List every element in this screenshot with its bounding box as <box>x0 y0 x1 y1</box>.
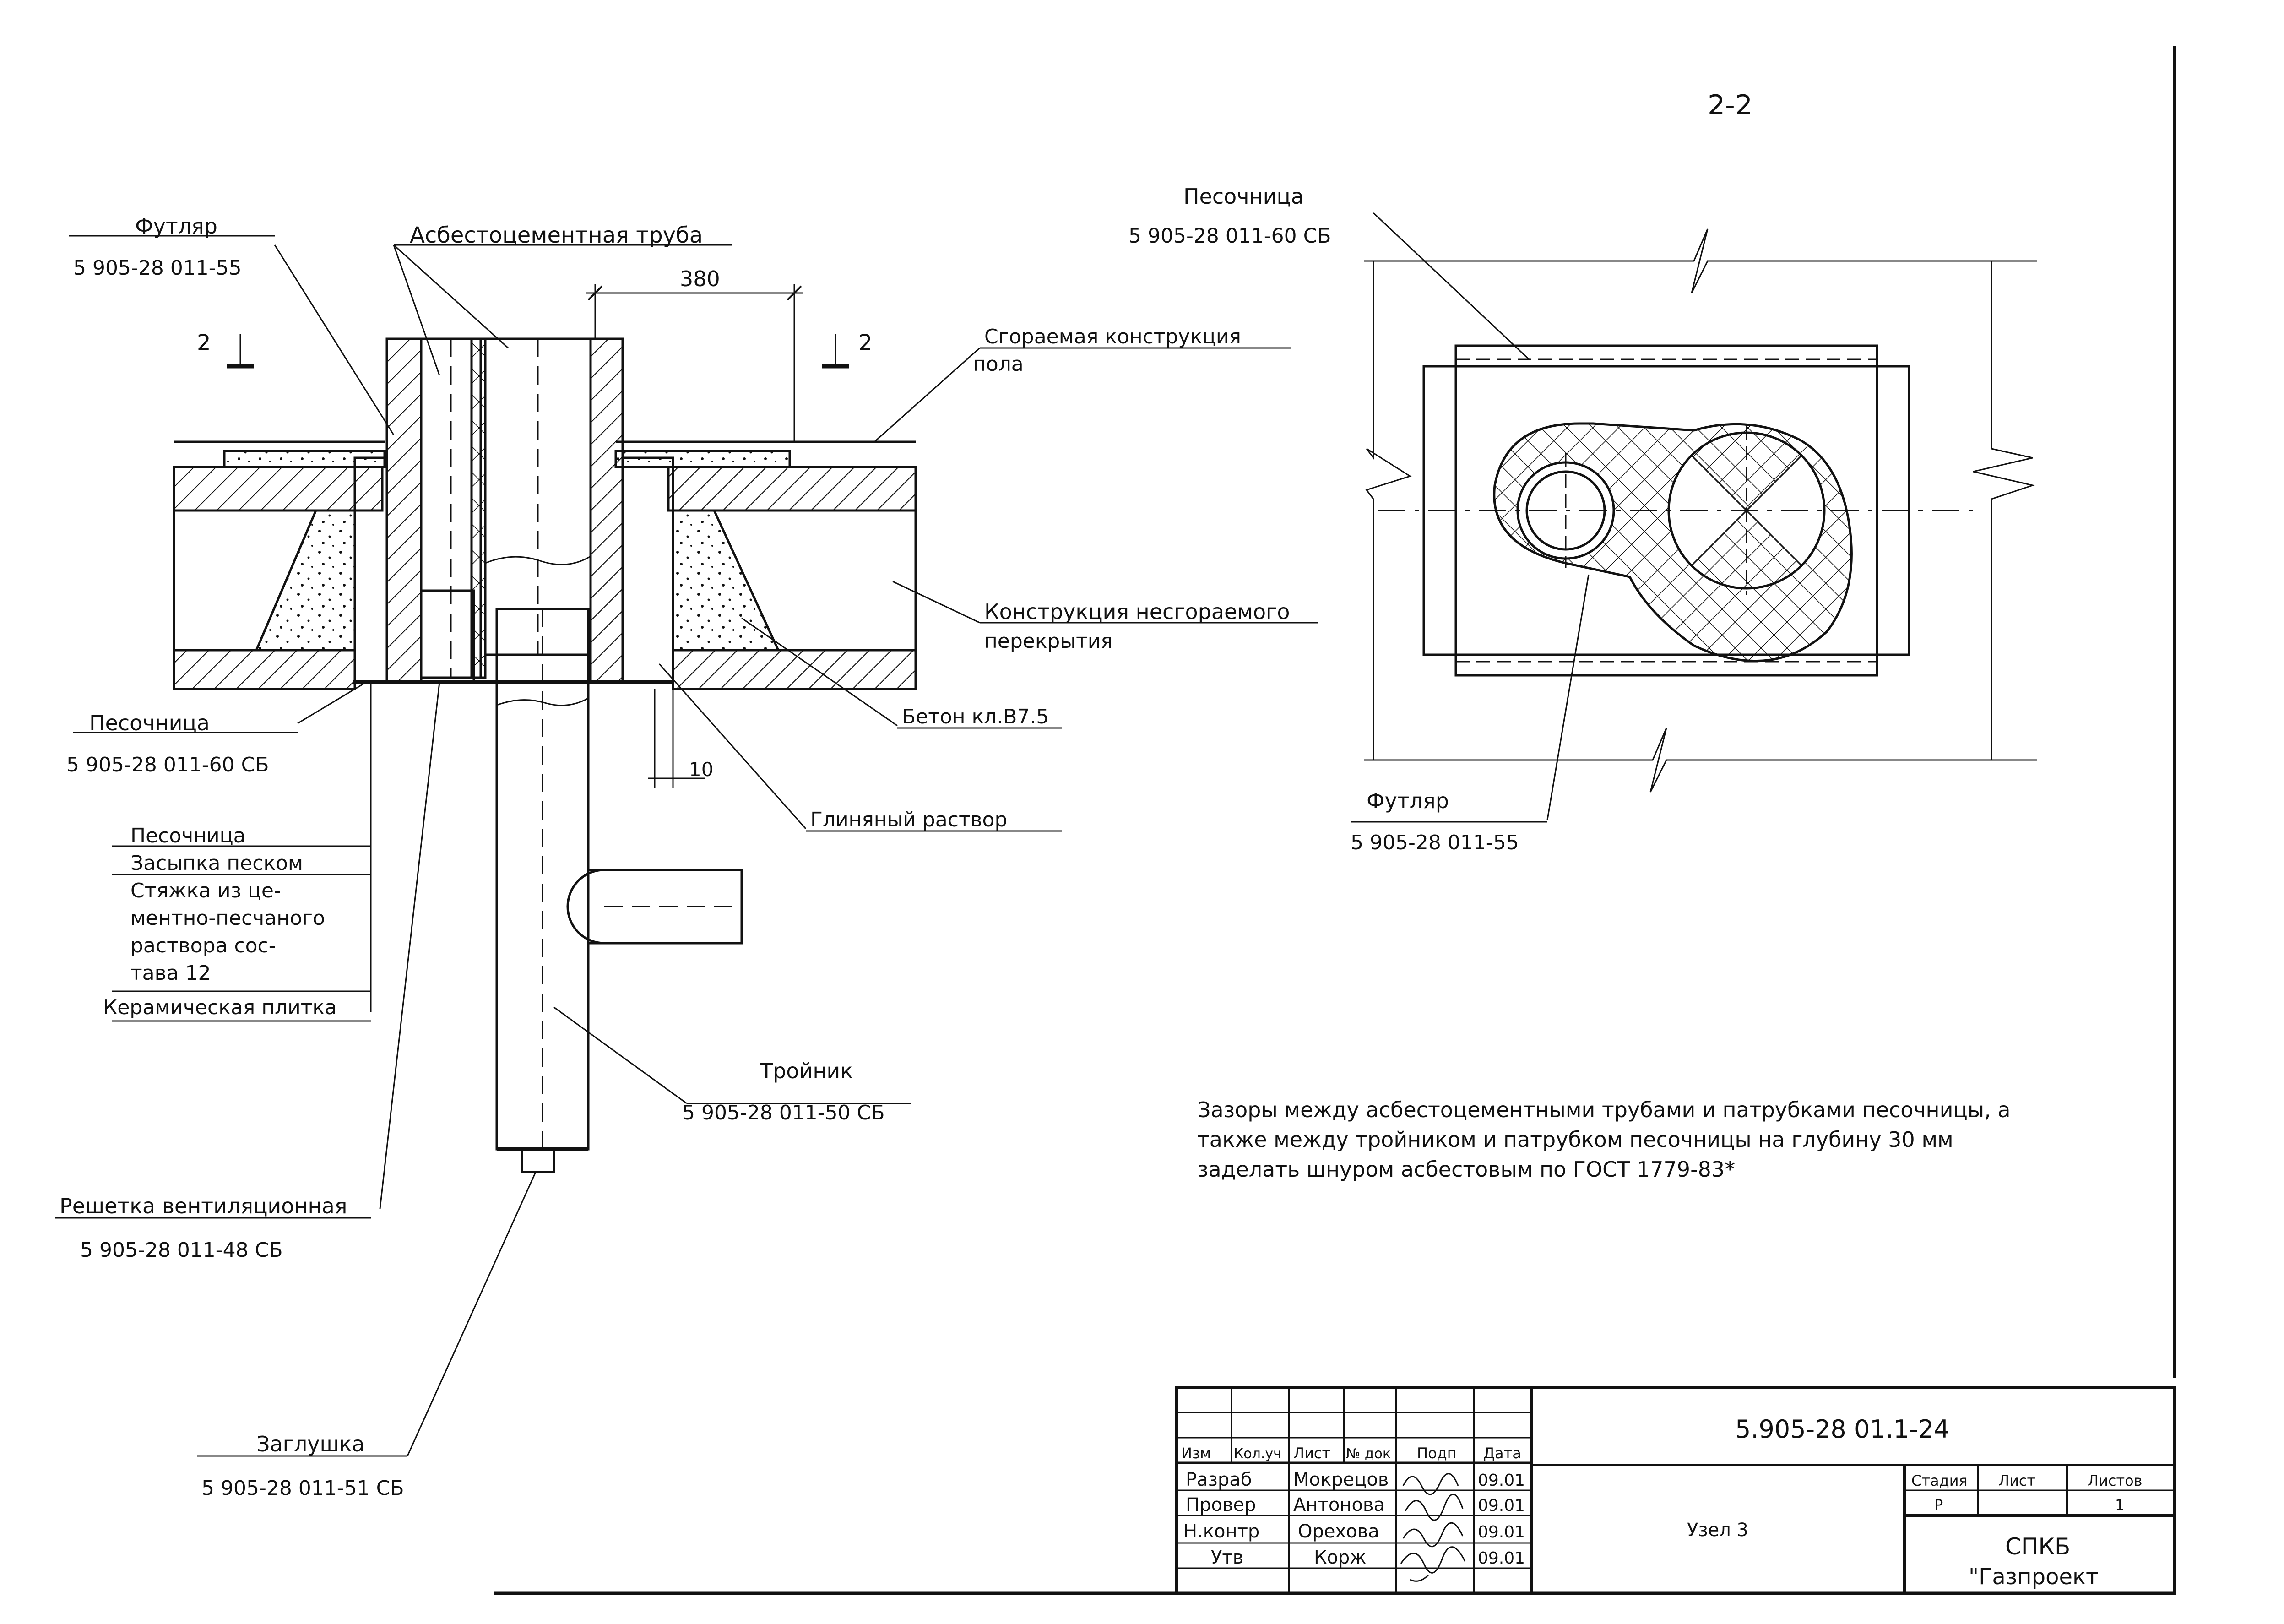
note-line-1: Зазоры между асбестоцементными трубами и… <box>1197 1097 2011 1122</box>
zaglushka-code: 5 905-28 011-51 СБ <box>201 1477 404 1500</box>
section-title: 2-2 <box>1708 89 1752 121</box>
asbestos-pipe-large <box>484 337 592 656</box>
plan-futlyar-code: 5 905-28 011-55 <box>1351 831 1519 854</box>
slab-top-left <box>173 466 384 512</box>
hdr-data: Дата <box>1483 1445 1521 1462</box>
troinik-label: Тройник <box>760 1059 853 1083</box>
role-prover: Провер <box>1186 1494 1256 1515</box>
name-razrab: Мокрецов <box>1293 1469 1389 1490</box>
section-mark-left: 2 <box>197 330 211 356</box>
date-razrab: 09.01 <box>1478 1471 1525 1490</box>
date-prover: 09.01 <box>1478 1496 1525 1515</box>
zaglushka-label: Заглушка <box>256 1432 365 1456</box>
section-view-labels: Футляр 5 905-28 011-55 Асбестоцементная … <box>60 214 1290 1500</box>
plan-view-labels: Песочница 5 905-28 011-60 СБ Футляр 5 90… <box>1128 184 1519 854</box>
dim-10: 10 <box>689 758 713 781</box>
title-block <box>1175 1386 2176 1595</box>
futlyar-code: 5 905-28 011-55 <box>73 256 242 280</box>
role-utv: Утв <box>1211 1547 1243 1568</box>
screed-left <box>223 450 386 468</box>
troinik-code: 5 905-28 011-50 СБ <box>682 1101 885 1124</box>
name-nkontr: Орехова <box>1298 1521 1379 1542</box>
date-utv: 09.01 <box>1478 1549 1525 1568</box>
role-razrab: Разраб <box>1186 1469 1252 1490</box>
sheets-header: Листов <box>2088 1472 2143 1489</box>
plan-pesochnitsa-label: Песочница <box>1183 184 1304 209</box>
name-utv: Корж <box>1314 1547 1366 1568</box>
section-mark-right: 2 <box>858 330 873 356</box>
hdr-podp: Подп <box>1417 1445 1457 1462</box>
hdr-ndok: № док <box>1346 1446 1391 1462</box>
section-view <box>55 235 1318 1457</box>
concrete-label: Бетон кл.В7.5 <box>902 705 1049 728</box>
note: Зазоры между асбестоцементными трубами и… <box>1197 1097 2011 1182</box>
sheets-value: 1 <box>2115 1496 2124 1514</box>
slab-bottom-right <box>672 649 917 690</box>
sheet-header: Лист <box>1998 1472 2035 1489</box>
layer-4: Керамическая плитка <box>103 996 337 1019</box>
noncombustible-slab-label: Конструкция несгораемого <box>984 599 1290 624</box>
pesochnitsa-code: 5 905-28 011-60 СБ <box>66 753 269 777</box>
layer-1: Песочница <box>130 824 246 847</box>
concrete-fill-right <box>672 509 780 652</box>
asbestos-pipe-label: Асбестоцементная труба <box>410 223 703 248</box>
noncombustible-slab-label-2: перекрытия <box>984 630 1113 653</box>
concrete-fill-left <box>255 509 356 652</box>
title-block-text: 5.905-28 01.1-24 Изм Кол.уч Лист № док П… <box>1181 1415 2143 1590</box>
hdr-list: Лист <box>1293 1445 1330 1462</box>
sleeve-left-wall <box>385 337 423 684</box>
combustible-floor-label: Сгораемая конструкция <box>984 325 1241 348</box>
layer-2: Засыпка песком <box>130 852 303 875</box>
hdr-kolich: Кол.уч <box>1234 1446 1281 1462</box>
futlyar-label: Футляр <box>135 214 217 239</box>
slab-bottom-left <box>173 649 356 690</box>
designation: 5.905-28 01.1-24 <box>1735 1415 1949 1444</box>
note-line-2: также между тройником и патрубком песочн… <box>1197 1127 1953 1152</box>
sandbox-collar-right <box>621 456 674 684</box>
reshetka-code: 5 905-28 011-48 СБ <box>80 1238 283 1262</box>
combustible-floor-label-2: пола <box>973 353 1024 376</box>
layer-3d: тава 12 <box>130 961 211 985</box>
layer-3: Стяжка из це- <box>130 879 281 902</box>
role-nkontr: Н.контр <box>1183 1521 1259 1542</box>
tee-branch <box>588 869 743 945</box>
node-name: Узел 3 <box>1687 1520 1748 1541</box>
sleeve-right-wall <box>589 337 624 684</box>
stage-value: Р <box>1934 1496 1943 1514</box>
stage-header: Стадия <box>1911 1472 1968 1489</box>
layer-3b: ментно-песчаного <box>130 907 325 930</box>
plan-view <box>1351 212 2037 823</box>
plan-futlyar-label: Футляр <box>1367 788 1449 813</box>
org-line-1: СПКБ <box>2005 1533 2070 1560</box>
plan-pesochnitsa-code: 5 905-28 011-60 СБ <box>1128 224 1331 248</box>
tee-pipe <box>495 608 590 1151</box>
hdr-izm: Изм <box>1181 1445 1211 1462</box>
date-nkontr: 09.01 <box>1478 1523 1525 1542</box>
clay-mortar-label: Глиняный раствор <box>810 808 1007 831</box>
org-line-2: "Газпроект <box>1969 1564 2099 1590</box>
layer-3c: раствора сос- <box>130 934 276 957</box>
drawing-frame <box>494 46 2176 1595</box>
pesochnitsa-label: Песочница <box>89 711 210 735</box>
slab-top-right <box>667 466 917 512</box>
note-line-3: заделать шнуром асбестовым по ГОСТ 1779-… <box>1197 1157 1735 1182</box>
socket-small <box>420 589 475 684</box>
reshetka-label: Решетка вентиляционная <box>60 1194 347 1218</box>
name-prover: Антонова <box>1293 1494 1385 1515</box>
plug <box>521 1148 555 1173</box>
dim-380: 380 <box>680 266 720 291</box>
